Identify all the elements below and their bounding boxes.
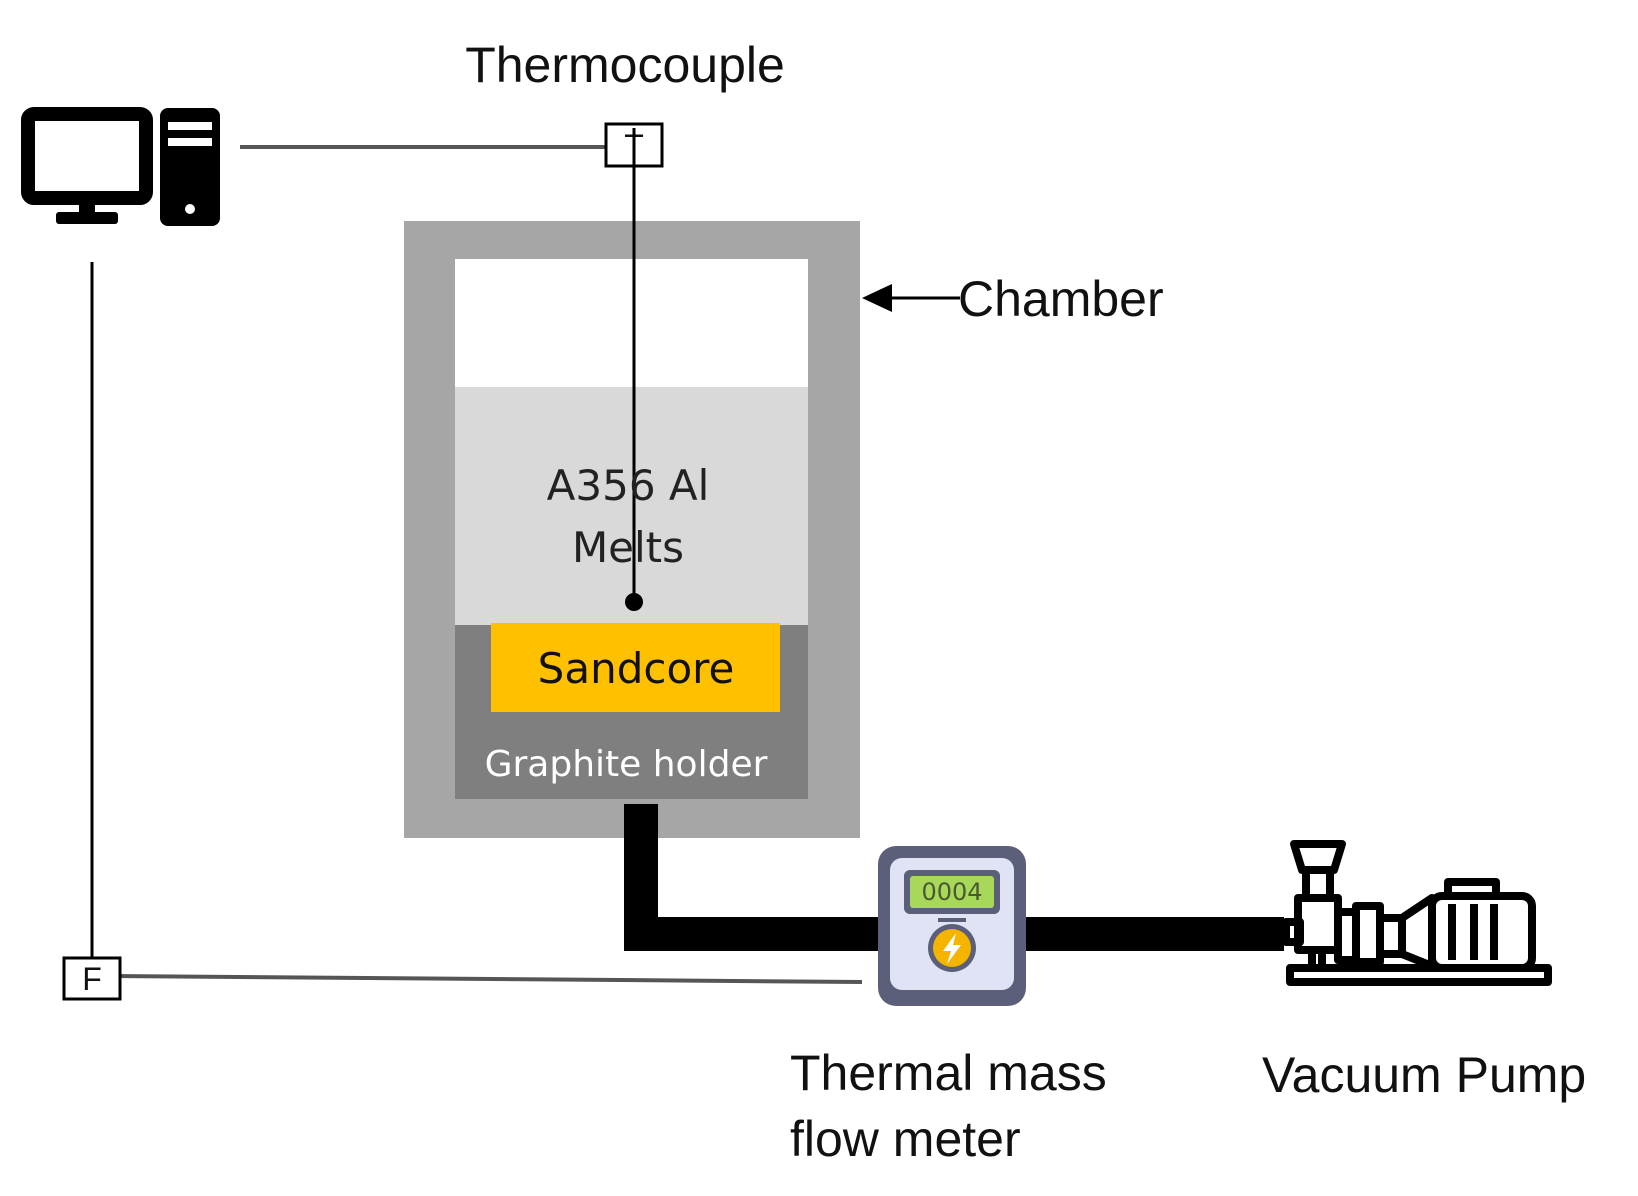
vacuum-pump-icon (1282, 840, 1552, 986)
graphite-holder-label: Graphite holder (485, 744, 768, 785)
flow-meter-label-line1: Thermal mass (790, 1045, 1107, 1101)
sandcore-label: Sandcore (538, 644, 735, 693)
flowmeter-sensor-line (115, 974, 863, 984)
meter-display-text: 0004 (921, 878, 982, 906)
flow-sensor-label: F (82, 961, 102, 997)
vacuum-pipe (624, 804, 1284, 951)
flow-sensor-box (62, 956, 122, 1001)
melt-label-line2: Melts (572, 523, 684, 572)
sandcore (491, 623, 780, 712)
flow-meter-icon: 0004 (878, 846, 1026, 1006)
thermocouple-tip (625, 593, 643, 611)
flow-meter-label-line2: flow meter (790, 1111, 1021, 1167)
chamber-headspace (455, 259, 808, 387)
computer-icon (21, 107, 220, 226)
vacuum-pump-label: Vacuum Pump (1262, 1047, 1586, 1103)
melt-label-line1: A356 Al (547, 461, 710, 510)
melt-region (455, 387, 808, 625)
chamber-arrow-head (862, 284, 892, 312)
chamber-label: Chamber (958, 271, 1164, 327)
thermocouple-label: Thermocouple (465, 37, 785, 93)
